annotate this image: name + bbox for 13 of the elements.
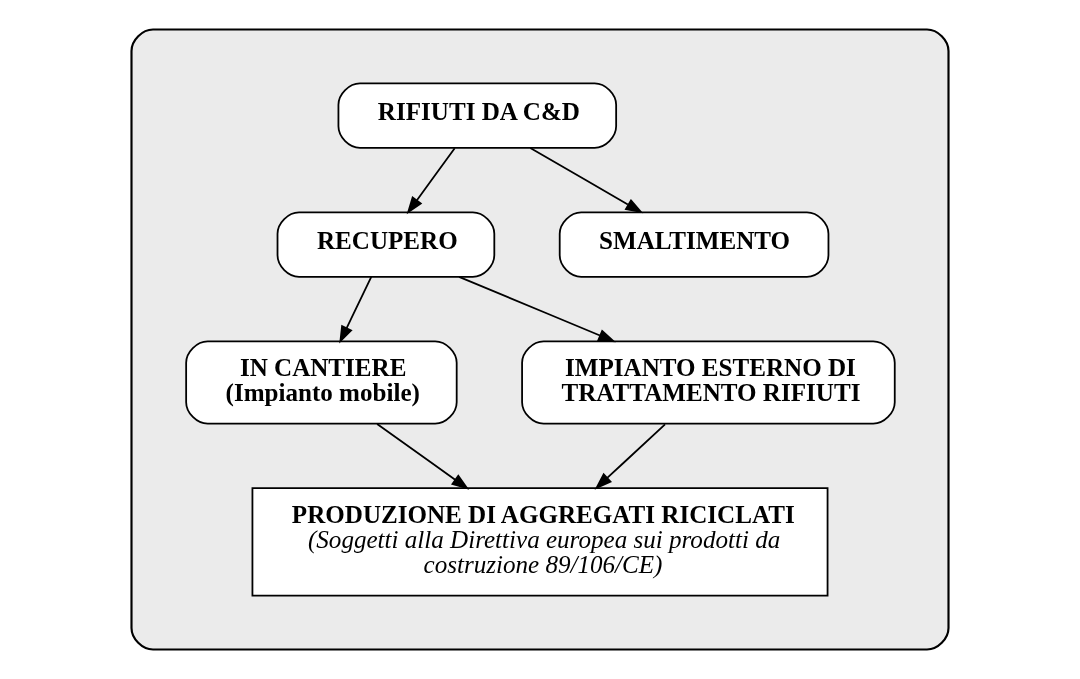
node-box: PRODUZIONE DI AGGREGATI RICICLATI (Soggetti alla Direttiva europea sui prodotti da costruzione 89/106/CE) (251, 487, 829, 597)
arrow (458, 275, 616, 343)
arrow (529, 147, 644, 214)
arrow (594, 423, 666, 490)
node-box: RECUPERO (276, 211, 496, 278)
arrow (406, 147, 456, 215)
arrow (376, 423, 470, 490)
node-box: SMALTIMENTO (558, 211, 830, 278)
node-box: RIFIUTI DA C&D (337, 82, 618, 149)
cluster (130, 28, 950, 651)
node-box: IN CANTIERE (Impianto mobile) (185, 340, 458, 425)
arrow (339, 275, 373, 344)
node-box: IMPIANTO ESTERNO DI TRATTAMENTO RIFIUTI (521, 340, 896, 425)
